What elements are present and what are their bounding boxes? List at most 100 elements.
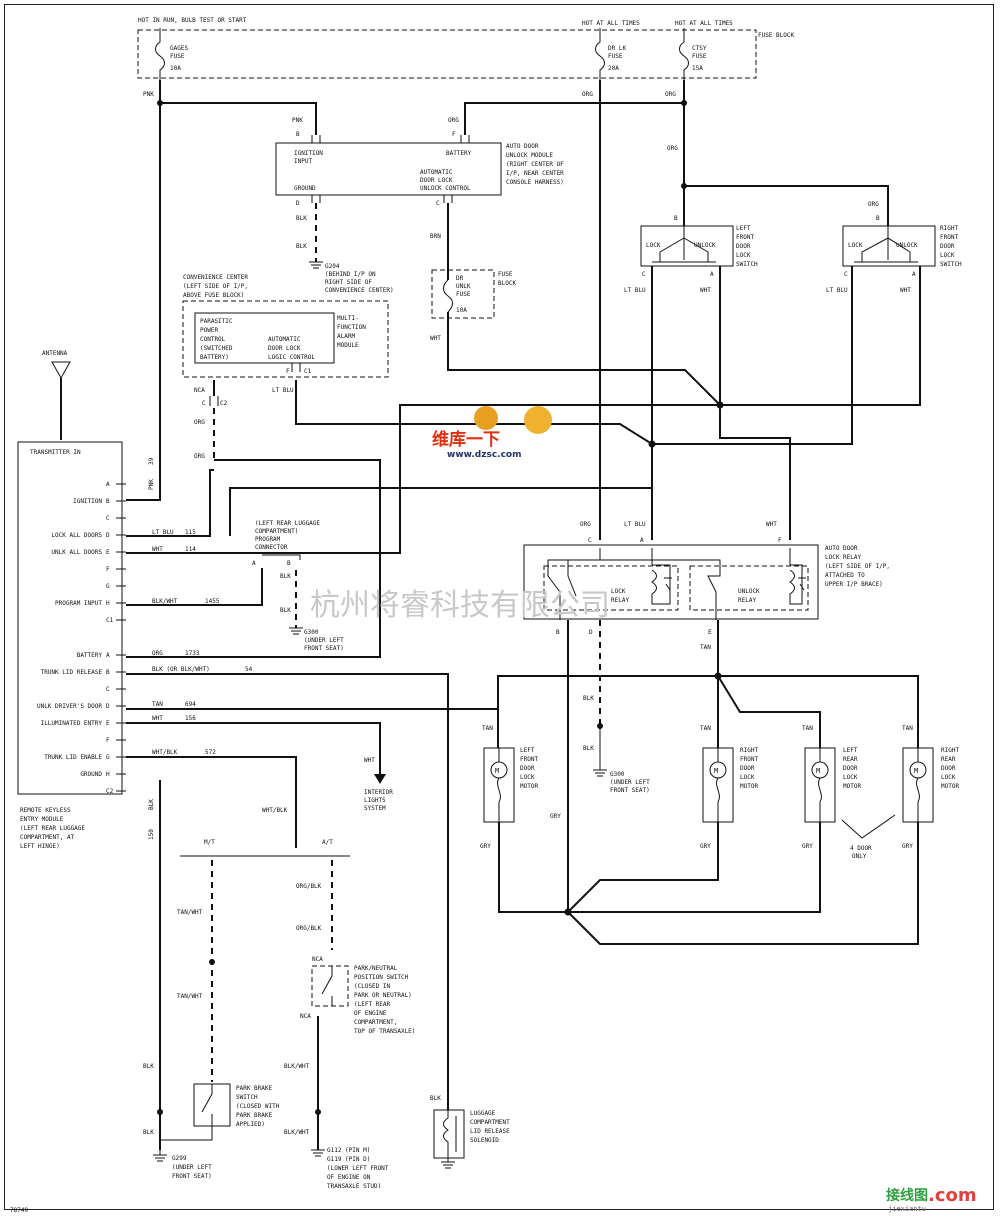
- blk-label-relay-1: BLK: [583, 695, 594, 702]
- g112-5: TRANSAXLE STUD): [327, 1183, 381, 1190]
- right-front-door-lock-switch: B LOCK UNLOCK RIGHT FRONT DOOR LOCK SWIT…: [842, 215, 962, 278]
- nca-label-pnp-2: NCA: [300, 1013, 311, 1020]
- interior-1: INTERIOR: [364, 789, 393, 796]
- rke-wires: LT BLU 115 WHT 114 BLK/WHT 1455 ORG 1733…: [126, 444, 653, 1150]
- g299-3: FRONT SEAT): [172, 1173, 212, 1180]
- relay-title-1: AUTO DOOR: [825, 545, 858, 552]
- module-title-2: UNLOCK MODULE: [506, 152, 553, 159]
- ltblu-label-rf: LT BLU: [826, 287, 848, 294]
- circuit-150: 150: [148, 829, 155, 840]
- blk-label-prog-2: BLK: [280, 607, 291, 614]
- tan-label-rke: TAN: [152, 701, 163, 708]
- relay-pin-a: A: [640, 537, 644, 544]
- watermarks: 杭州将睿科技有限公司 维库一下 www.dzsc.com 接线图 .com ji…: [10, 406, 977, 1214]
- org-label-module: ORG: [448, 117, 459, 124]
- org-label-right-switch: ORG: [868, 201, 879, 208]
- dr-unlk-fuse: BRN DR UNLK FUSE 10A FUSE BLOCK WHT: [430, 203, 721, 406]
- rke-pin-name: TRUNK LID ENABLE: [44, 754, 102, 761]
- relay-pin-b: B: [556, 629, 560, 636]
- g300-relay-3: FRONT SEAT): [610, 787, 650, 794]
- module-pin-b: B: [296, 131, 300, 138]
- rke-label-1: REMOTE KEYLESS: [20, 807, 71, 814]
- relay-pin-e: E: [708, 629, 712, 636]
- rke-label-5: LEFT HINGE): [20, 843, 60, 850]
- figure-id: 78749: [10, 1207, 28, 1214]
- rke-pin-c2: C2: [106, 788, 114, 795]
- rke-pin-f: F: [106, 566, 110, 573]
- wht-label-rf: WHT: [900, 287, 911, 294]
- watermark-mascot-face: [524, 406, 552, 434]
- g299-1: G299: [172, 1155, 187, 1162]
- module-title-5: CONSOLE HARNESS): [506, 179, 564, 186]
- nca-label-pnp-1: NCA: [312, 956, 323, 963]
- module-auto-3: UNLOCK CONTROL: [420, 185, 471, 192]
- gages-fuse-name: GAGES: [170, 45, 188, 52]
- g112-3: (LOWER LEFT FRONT: [327, 1165, 389, 1172]
- ctsy-fuse-name: CTSY: [692, 45, 707, 52]
- cc-auto-3: LOGIC CONTROL: [268, 354, 315, 361]
- left-front-door-lock-switch: B LOCK UNLOCK LEFT FRONT DOOR LOCK SWITC…: [640, 215, 758, 278]
- pnp-8: TOP OF TRANSAXLE): [354, 1028, 415, 1035]
- relay-title-3: (LEFT SIDE OF I/P,: [825, 563, 890, 570]
- pnk-label-3: PNK: [148, 479, 155, 490]
- lf-motor-1: LEFT: [520, 747, 535, 754]
- solenoid-1: LUGGAGE: [470, 1110, 496, 1117]
- blk-label-relay-2: BLK: [583, 745, 594, 752]
- switch-wires: LT BLU WHT LT BLU WHT: [126, 266, 921, 554]
- cc-mfam-4: MODULE: [337, 342, 359, 349]
- lf-switch-title-1: LEFT: [736, 225, 751, 232]
- rke-pin-a: A: [106, 652, 110, 659]
- rr-motor-4: LOCK: [941, 774, 956, 781]
- rr-motor-2: REAR: [941, 756, 956, 763]
- org-label-rke: ORG: [152, 650, 163, 657]
- rke-pin-a: A: [106, 481, 110, 488]
- antenna: ANTENNA: [42, 350, 71, 440]
- blkwht-label-rke: BLK/WHT: [152, 598, 178, 605]
- fuse-small-2: UNLK: [456, 283, 471, 290]
- prog-pin-a: A: [252, 560, 256, 567]
- gry-rr: GRY: [902, 843, 913, 850]
- wht-label-relay: WHT: [766, 521, 777, 528]
- blk-label-g204-2: BLK: [296, 243, 307, 250]
- wht-label-fuse: WHT: [430, 335, 441, 342]
- relay-pin-f: F: [778, 537, 782, 544]
- fuse-block-label: FUSE BLOCK: [758, 32, 795, 39]
- rf-switch-title-4: LOCK: [940, 252, 955, 259]
- prog-4: CONNECTOR: [255, 544, 288, 551]
- gages-fuse-rating: 10A: [170, 65, 181, 72]
- rke-pin-b: B: [106, 669, 110, 676]
- gry-lf: GRY: [480, 843, 491, 850]
- pnk-label-2: PNK: [292, 117, 303, 124]
- wht-label-rke: WHT: [152, 546, 163, 553]
- g300-prog-1: G300: [304, 629, 319, 636]
- org-label-cc-2: ORG: [194, 453, 205, 460]
- gry-lr: GRY: [802, 843, 813, 850]
- cc-parasitic-3: CONTROL: [200, 336, 226, 343]
- rf-motor-5: MOTOR: [740, 783, 758, 790]
- module-battery: BATTERY: [446, 150, 472, 157]
- relay-pin-d: D: [589, 629, 593, 636]
- prog-2: COMPARTMENT): [255, 528, 298, 535]
- rf-switch-title-3: DOOR: [940, 243, 955, 250]
- ctsy-fuse-rating: 15A: [692, 65, 703, 72]
- g112-2: G119 (PIN D): [327, 1156, 370, 1163]
- g204-2: (BEHIND I/P ON: [325, 271, 376, 278]
- module-ignition-2: INPUT: [294, 158, 312, 165]
- relay-output-wires: BLK BLK G300 (UNDER LEFT FRONT SEAT) GRY…: [497, 620, 919, 912]
- interior-2: LIGHTS: [364, 797, 386, 804]
- transmission-branch: M/T A/T TAN/WHT TAN/WHT ORG/BLK ORG/BLK …: [177, 839, 415, 1190]
- blk-label-g204-1: BLK: [296, 215, 307, 222]
- cc-auto-1: AUTOMATIC: [268, 336, 301, 343]
- fuse-block: HOT IN RUN, BULB TEST OR START HOT AT AL…: [137, 17, 795, 80]
- lf-switch-unlock: UNLOCK: [694, 242, 716, 249]
- relay-title-2: LOCK RELAY: [825, 554, 862, 561]
- lock-relay-1: LOCK: [611, 588, 626, 595]
- g112-4: OF ENGINE ON: [327, 1174, 371, 1181]
- module-pin-f: F: [452, 131, 456, 138]
- rke-pin-g: G: [106, 754, 110, 761]
- org-label-cc-1: ORG: [194, 419, 205, 426]
- left-rear-motor: TAN M LEFT REAR DOOR LOCK MOTOR GRY: [802, 725, 861, 850]
- relay-title-4: ATTACHED TO: [825, 572, 865, 579]
- org-label-drlk: ORG: [582, 91, 593, 98]
